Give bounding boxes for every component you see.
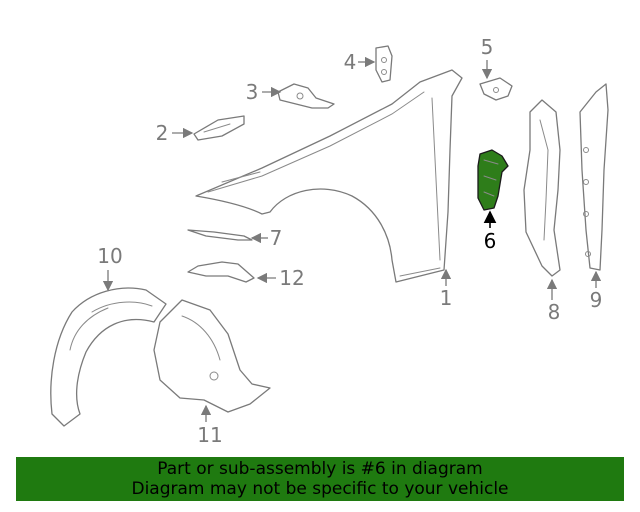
upper-bracket-part-4[interactable] xyxy=(375,45,393,83)
wheel-liner-part-11[interactable] xyxy=(153,299,271,413)
callout-3: 3 xyxy=(246,80,259,104)
fender-part-1[interactable] xyxy=(195,69,463,283)
callout-5: 5 xyxy=(481,35,494,59)
wheel-liner-part-10[interactable] xyxy=(50,287,167,427)
banner-line-disclaimer: Diagram may not be specific to your vehi… xyxy=(131,479,509,499)
bracket-part-2[interactable] xyxy=(193,115,245,141)
info-banner: Part or sub-assembly is #6 in diagram Di… xyxy=(16,457,624,501)
callout-9: 9 xyxy=(590,288,603,312)
seal-part-8[interactable] xyxy=(523,99,561,277)
parts-diagram: 1 2 3 4 5 6 7 8 9 10 11 12 xyxy=(50,35,609,447)
panel-part-9[interactable] xyxy=(579,83,609,271)
clip-part-5[interactable] xyxy=(479,77,513,101)
callout-11: 11 xyxy=(197,423,222,447)
callout-4: 4 xyxy=(344,50,357,74)
banner-line-part-number: Part or sub-assembly is #6 in diagram xyxy=(157,459,483,479)
callout-12: 12 xyxy=(279,266,304,290)
callout-8: 8 xyxy=(548,300,561,324)
bracket-part-6-highlighted[interactable] xyxy=(477,149,509,211)
strip-part-7[interactable] xyxy=(187,229,253,241)
callout-6-highlighted: 6 xyxy=(484,229,497,253)
callout-10: 10 xyxy=(97,244,122,268)
callout-7: 7 xyxy=(270,226,283,250)
callout-1: 1 xyxy=(440,286,453,310)
callout-2: 2 xyxy=(156,121,169,145)
support-part-3[interactable] xyxy=(277,83,335,109)
shield-part-12[interactable] xyxy=(187,261,255,283)
